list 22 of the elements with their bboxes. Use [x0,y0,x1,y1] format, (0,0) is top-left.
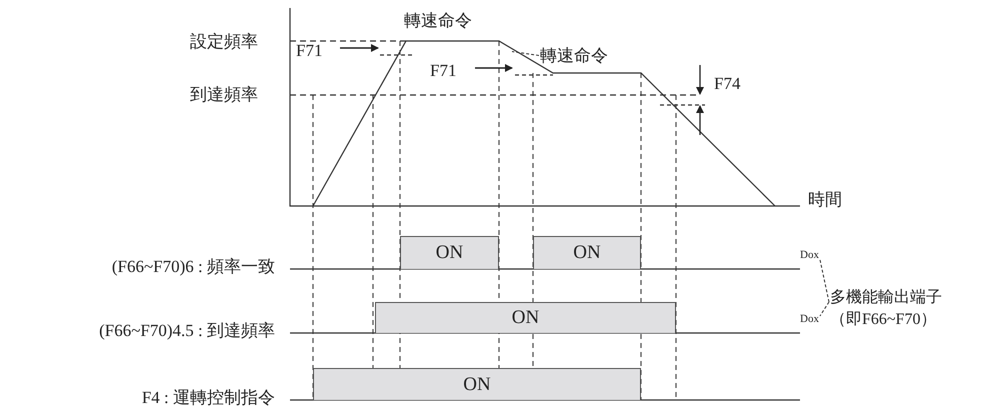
curve-label: 轉速命令 [404,12,472,29]
callout-text: 多機能輸出端子 [830,290,942,306]
signal-label: (F66~F70)6 : 頻率一致 [112,258,275,275]
signal-label: F4 : 運轉控制指令 [142,389,275,406]
parameter-label: F71 [296,42,322,59]
leader-line [819,259,830,302]
axis-label: 時間 [808,191,842,208]
note-text: （即F66~F70） [830,312,938,328]
pin-label: Dox [800,314,819,325]
curve-label: 轉速命令 [540,47,608,64]
signal-pulse: ON [400,236,499,269]
axis-label: 到達頻率 [190,86,258,103]
pin-label: Dox [800,250,819,261]
axis-label: 設定頻率 [190,33,258,50]
signal-pulse: ON [533,236,641,269]
parameter-label: F74 [714,75,740,92]
signal-pulse: ON [313,368,641,400]
leader-line [819,302,830,316]
signal-pulse: ON [375,302,676,333]
leader-line [512,51,540,56]
signal-label: (F66~F70)4.5 : 到達頻率 [99,322,275,339]
parameter-label: F71 [430,62,456,79]
